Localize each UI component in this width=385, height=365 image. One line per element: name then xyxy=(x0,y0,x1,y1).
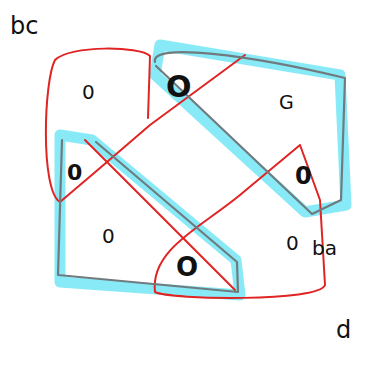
cell-mark: d xyxy=(336,318,351,342)
cell-mark: 0 xyxy=(295,164,312,188)
cell-mark: 0 xyxy=(102,226,115,246)
cell-mark: ba xyxy=(312,238,337,258)
cell-mark: bc xyxy=(10,14,38,38)
cell-mark: O xyxy=(166,72,192,102)
cell-mark: O xyxy=(176,254,198,280)
cell-mark: 0 xyxy=(286,233,299,253)
cell-mark: G xyxy=(279,93,294,112)
cell-mark: 0 xyxy=(82,82,95,102)
gray-loop xyxy=(155,52,345,214)
gray-loop xyxy=(58,140,238,292)
cell-mark: 0 xyxy=(67,162,82,184)
red-line xyxy=(85,140,235,290)
red-loop xyxy=(46,49,245,202)
red-loop xyxy=(155,145,325,298)
